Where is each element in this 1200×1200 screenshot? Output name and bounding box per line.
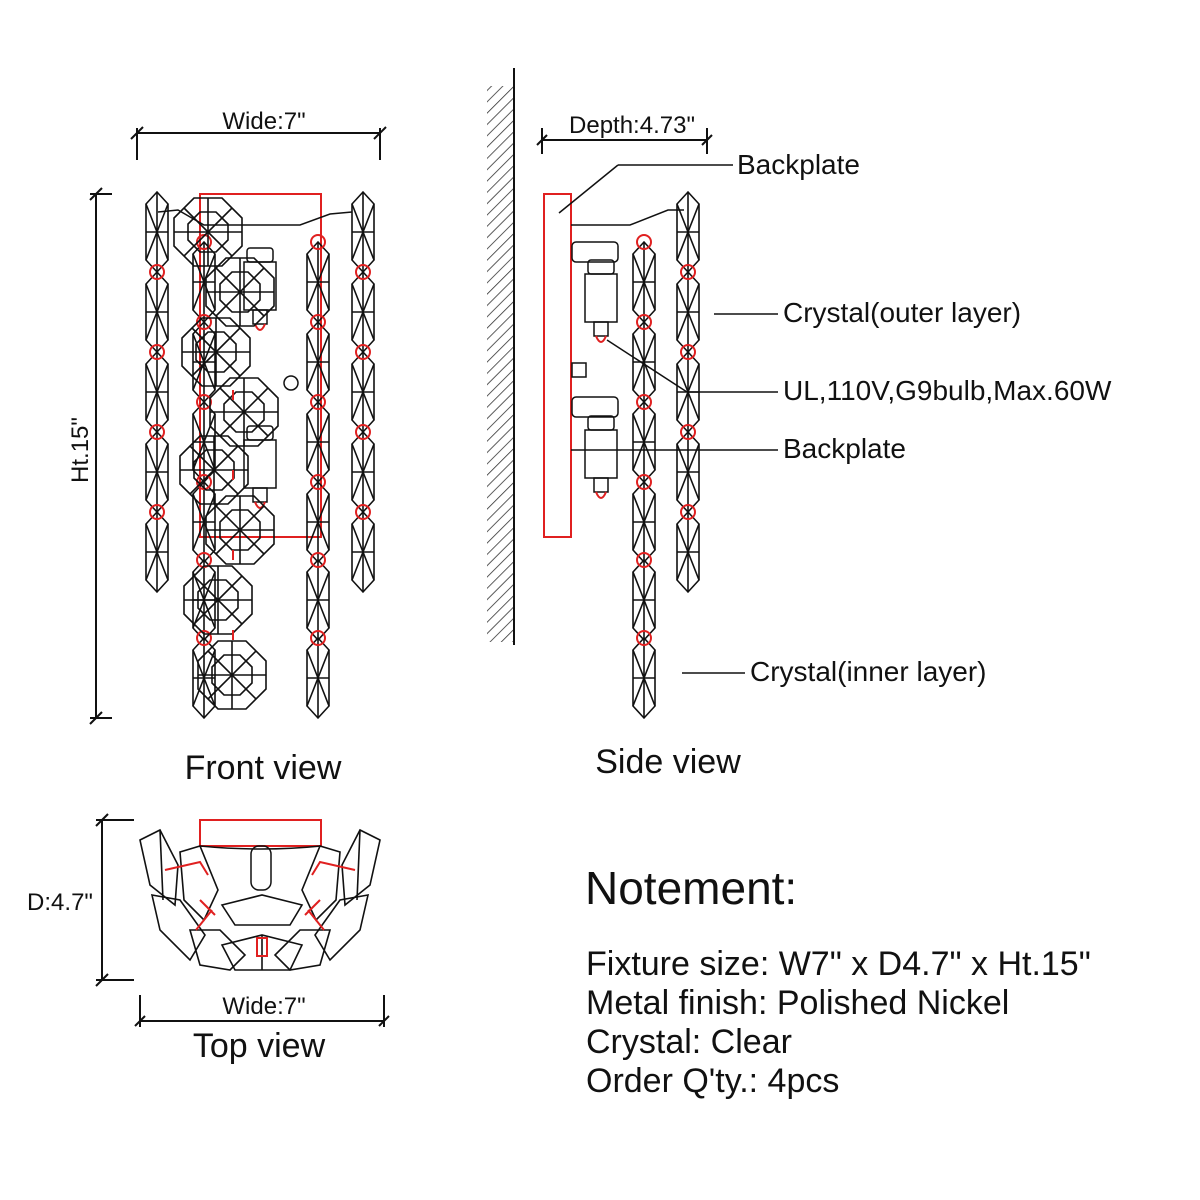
front-backplate bbox=[199, 193, 322, 538]
front-crystal-column-right bbox=[351, 191, 375, 593]
side-crystal-outer-column bbox=[676, 191, 700, 593]
top-depth-dimension: D:4.7" bbox=[27, 813, 134, 987]
side-view-title: Side view bbox=[595, 743, 741, 781]
top-crystal-ring bbox=[139, 828, 381, 971]
wall-hatching bbox=[487, 86, 514, 642]
side-view: Depth:4.73" bbox=[487, 68, 1112, 781]
side-depth-dimension: Depth:4.73" bbox=[536, 112, 713, 154]
front-crystal-column-left bbox=[145, 191, 169, 593]
front-crystal-column-inner-left bbox=[192, 234, 216, 719]
callout-crystal-outer: Crystal(outer layer) bbox=[783, 297, 1021, 328]
front-octagon-crystals bbox=[173, 197, 279, 710]
top-depth-label: D:4.7" bbox=[27, 889, 93, 916]
side-depth-label: Depth:4.73" bbox=[569, 112, 695, 139]
front-width-dimension: Wide:7" bbox=[130, 108, 387, 160]
callout-crystal-inner: Crystal(inner layer) bbox=[750, 656, 987, 687]
front-view-title: Front view bbox=[185, 749, 342, 787]
callout-bulb: UL,110V,G9bulb,Max.60W bbox=[783, 375, 1112, 406]
top-width-label: Wide:7" bbox=[222, 993, 305, 1020]
top-red-connectors bbox=[164, 860, 356, 957]
top-backplate bbox=[199, 819, 322, 847]
front-view: Wide:7" Ht.15" bbox=[67, 108, 387, 787]
front-crystal-column-inner-right bbox=[306, 234, 330, 719]
callout-backplate-mid: Backplate bbox=[783, 433, 906, 464]
top-width-dimension: Wide:7" bbox=[134, 993, 390, 1027]
note-order-quantity: Order Q'ty.: 4pcs bbox=[586, 1062, 840, 1100]
note-fixture-size: Fixture size: W7" x D4.7" x Ht.15" bbox=[586, 945, 1091, 983]
side-backplate bbox=[543, 193, 572, 538]
notes-heading: Notement: bbox=[585, 862, 798, 914]
front-width-label: Wide:7" bbox=[222, 108, 305, 135]
front-height-dimension: Ht.15" bbox=[67, 187, 112, 725]
note-crystal: Crystal: Clear bbox=[586, 1023, 792, 1061]
top-view: D:4.7" Wide:7" bbox=[27, 813, 390, 1065]
top-view-title: Top view bbox=[193, 1027, 326, 1065]
front-height-label: Ht.15" bbox=[67, 417, 94, 483]
side-crystal-inner-column bbox=[632, 234, 656, 719]
note-metal-finish: Metal finish: Polished Nickel bbox=[586, 984, 1010, 1022]
callout-backplate-top: Backplate bbox=[737, 149, 860, 180]
